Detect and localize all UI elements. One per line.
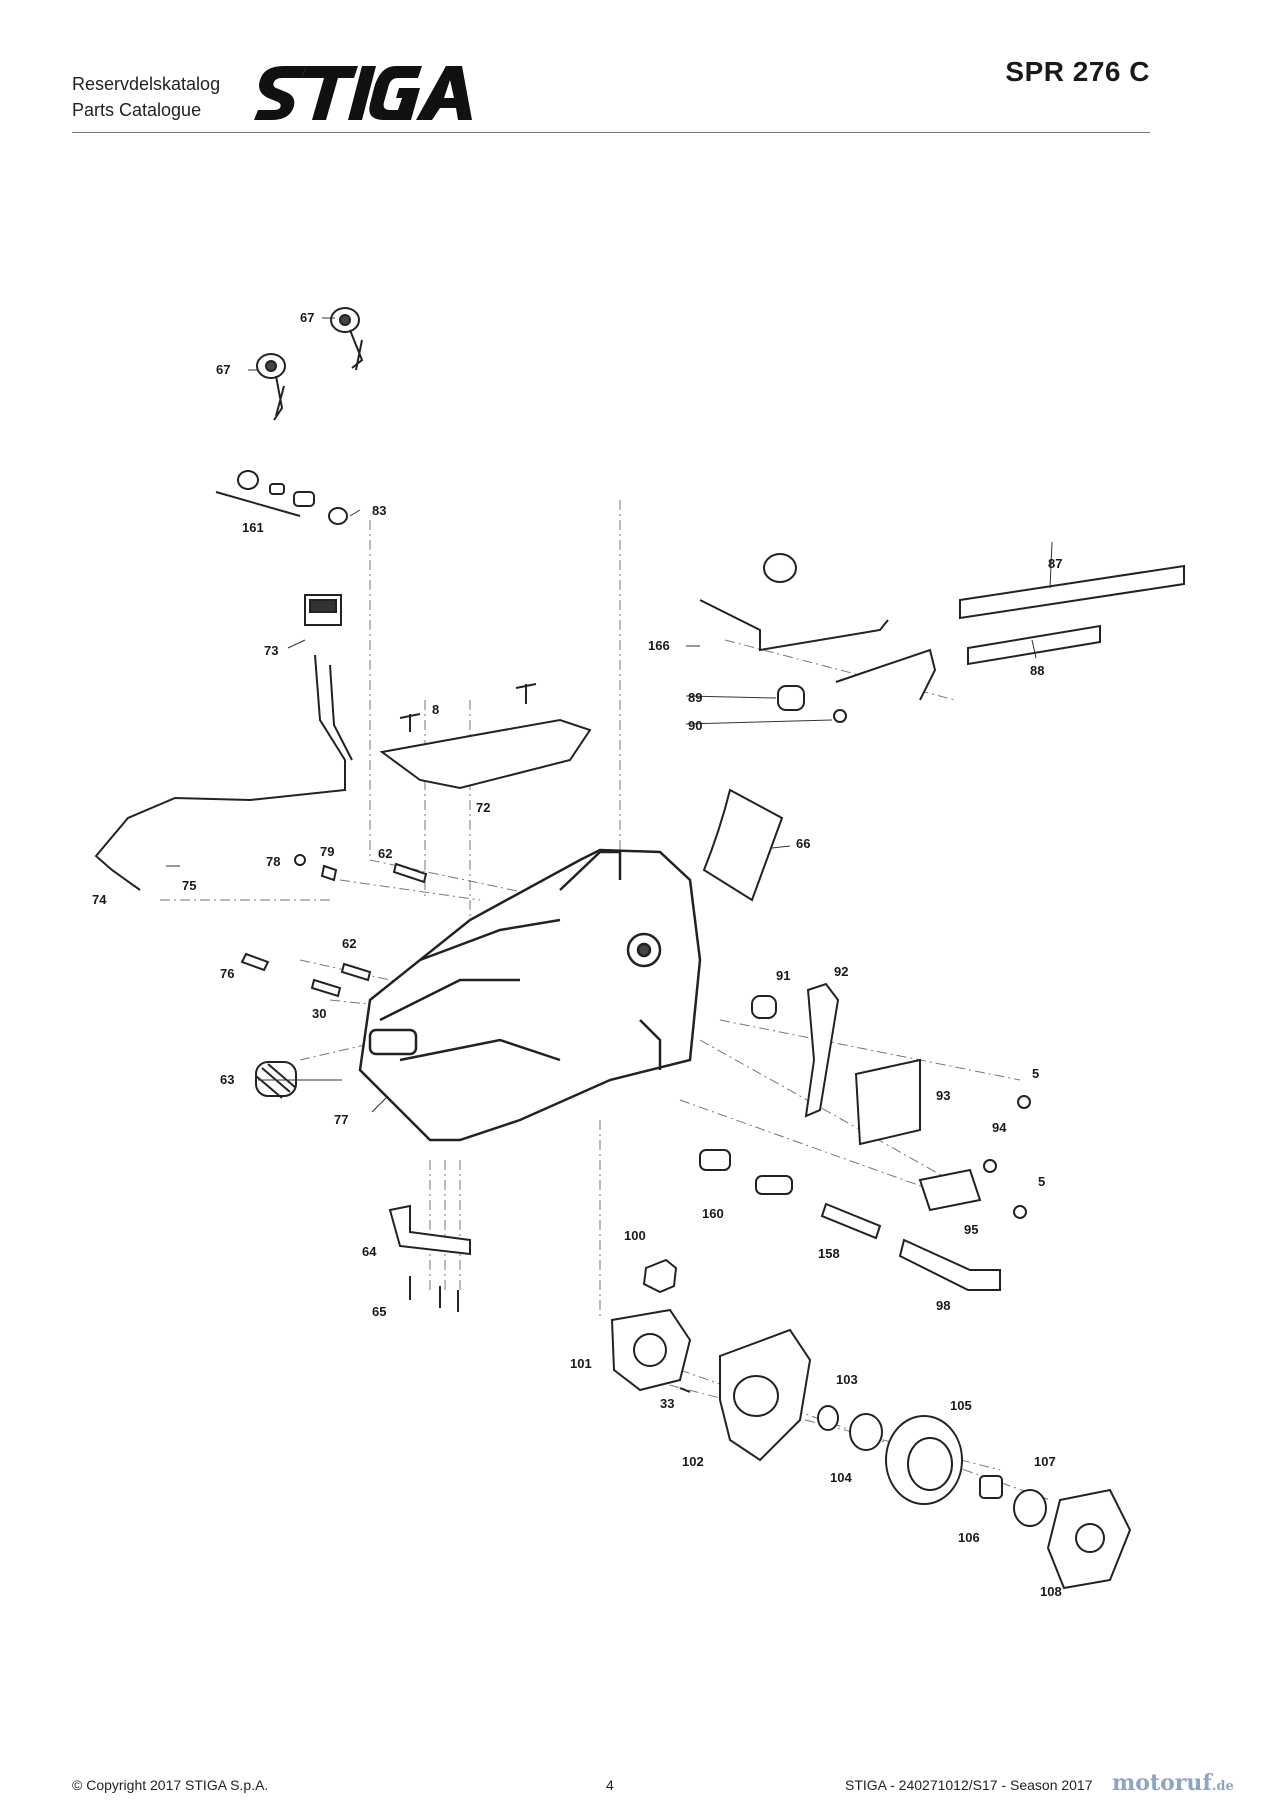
part-160-158-98-bar-adjuster bbox=[699, 1149, 1001, 1291]
callout-83: 83 bbox=[372, 503, 386, 518]
callout-79: 79 bbox=[320, 844, 334, 859]
callout-94: 94 bbox=[992, 1120, 1007, 1135]
callout-98: 98 bbox=[936, 1298, 950, 1313]
watermark-logo: motoruf.de bbox=[1112, 1770, 1234, 1796]
callout-100: 100 bbox=[624, 1228, 646, 1243]
callout-63: 63 bbox=[220, 1072, 234, 1087]
callout-103: 103 bbox=[836, 1372, 858, 1387]
callout-67: 67 bbox=[300, 310, 314, 325]
page-number: 4 bbox=[606, 1777, 614, 1793]
model-number: SPR 276 C bbox=[1005, 56, 1150, 87]
callout-93: 93 bbox=[936, 1088, 950, 1103]
leader-lines bbox=[166, 317, 1053, 1113]
callout-64: 64 bbox=[362, 1244, 377, 1259]
callout-75: 75 bbox=[182, 878, 196, 893]
callout-90: 90 bbox=[688, 718, 702, 733]
catalog-title-english: Parts Catalogue bbox=[72, 100, 202, 120]
part-100-101-oil-pump bbox=[610, 1258, 692, 1393]
part-77-crankcase bbox=[358, 848, 702, 1142]
callout-104: 104 bbox=[830, 1470, 852, 1485]
callout-158: 158 bbox=[818, 1246, 840, 1261]
callout-105: 105 bbox=[950, 1398, 972, 1413]
part-105-108-clutch bbox=[885, 1415, 1132, 1590]
callout-92: 92 bbox=[834, 964, 848, 979]
callout-5: 5 bbox=[1038, 1174, 1045, 1189]
callout-102: 102 bbox=[682, 1454, 704, 1469]
callout-76: 76 bbox=[220, 966, 234, 981]
callout-95: 95 bbox=[964, 1222, 978, 1237]
part-166-handle-87-88-hoses bbox=[699, 553, 1185, 723]
copyright-notice: © Copyright 2017 STIGA S.p.A. bbox=[72, 1777, 269, 1793]
callout-108: 108 bbox=[1040, 1584, 1062, 1599]
callout-91: 91 bbox=[776, 968, 790, 983]
exploded-parts-diagram: 67 67 161 83 73 8 72 166 87 88 89 90 66 … bbox=[92, 307, 1185, 1599]
callout-161: 161 bbox=[242, 520, 264, 535]
callout-88: 88 bbox=[1030, 663, 1044, 678]
callout-65: 65 bbox=[372, 1304, 386, 1319]
part-73-switch-harness bbox=[94, 594, 353, 891]
watermark-domain: .de bbox=[1211, 1779, 1234, 1794]
part-102-104-clutch-cover bbox=[719, 1328, 883, 1462]
callout-160: 160 bbox=[702, 1206, 724, 1221]
watermark-text: motoruf bbox=[1112, 1770, 1212, 1796]
callout-74: 74 bbox=[92, 892, 107, 907]
callout-78: 78 bbox=[266, 854, 280, 869]
callout-30: 30 bbox=[312, 1006, 326, 1021]
part-66-decal bbox=[702, 788, 784, 902]
callout-62: 62 bbox=[342, 936, 356, 951]
callout-107: 107 bbox=[1034, 1454, 1056, 1469]
callout-5: 5 bbox=[1032, 1066, 1039, 1081]
callout-106: 106 bbox=[958, 1530, 980, 1545]
callout-73: 73 bbox=[264, 643, 278, 658]
part-72-cover-plate bbox=[379, 683, 592, 790]
callout-166: 166 bbox=[648, 638, 670, 653]
callout-66: 66 bbox=[796, 836, 810, 851]
callout-8: 8 bbox=[432, 702, 439, 717]
part-91-95-right-side bbox=[751, 982, 1031, 1219]
callout-101: 101 bbox=[570, 1356, 592, 1371]
callout-72: 72 bbox=[476, 800, 490, 815]
document-reference: STIGA - 240271012/S17 - Season 2017 bbox=[845, 1777, 1093, 1793]
callout-77: 77 bbox=[334, 1112, 348, 1127]
callout-33: 33 bbox=[660, 1396, 674, 1411]
callout-67: 67 bbox=[216, 362, 230, 377]
catalog-title-swedish: Reservdelskatalog bbox=[72, 74, 221, 94]
callout-89: 89 bbox=[688, 690, 702, 705]
callout-87: 87 bbox=[1048, 556, 1062, 571]
stiga-logo bbox=[254, 66, 472, 120]
part-161-83-fittings bbox=[215, 470, 348, 525]
part-fasteners-left bbox=[240, 854, 428, 998]
part-67-tank-caps bbox=[256, 307, 364, 421]
part-64-plate-65-screws bbox=[388, 1204, 471, 1312]
header-divider bbox=[72, 132, 1150, 133]
callout-62: 62 bbox=[378, 846, 392, 861]
